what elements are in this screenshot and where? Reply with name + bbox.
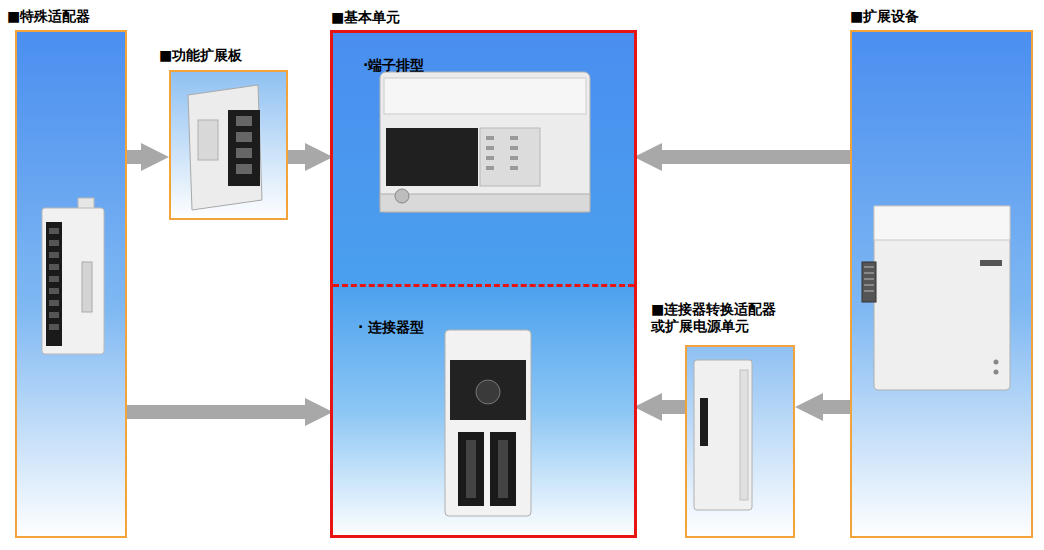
function-board-figure [188, 85, 262, 210]
flow-arrow [795, 393, 850, 421]
heading-text: ■连接器转换适配器 或扩展电源单元 [651, 301, 791, 335]
arrow-shape [127, 143, 169, 171]
heading-text: · 连接器型 [358, 319, 424, 336]
flow-arrow [127, 398, 333, 426]
connector-adapter-figure [694, 360, 752, 510]
flow-arrow [288, 143, 333, 171]
terminal-plc-figure [380, 72, 590, 212]
region-box: · 连接器型 [333, 287, 634, 535]
panel-box: ■连接器转换适配器 或扩展电源单元 [685, 345, 795, 538]
heading-text: ■特殊适配器 [7, 8, 90, 25]
flow-arrow [634, 143, 850, 171]
panel-box: ■扩展设备 [850, 30, 1033, 538]
extension-device-figure [862, 206, 1010, 390]
heading-text: ■扩展设备 [850, 8, 919, 25]
flow-arrow [127, 143, 169, 171]
arrow-shape [634, 143, 850, 171]
connector-plc-figure [445, 330, 531, 516]
panel-grounds [15, 30, 1033, 538]
arrow-shape [127, 398, 333, 426]
panel-box: ■特殊适配器 [15, 30, 127, 538]
panel-box: ■功能扩展板 [169, 70, 288, 220]
special-adapter-figure [42, 198, 104, 354]
arrow-shape [288, 143, 333, 171]
region-box: ·端子排型 [333, 33, 634, 287]
arrow-shape [795, 393, 850, 421]
base-unit-box: ■基本单元·端子排型· 连接器型 [330, 30, 637, 538]
heading-text: ·端子排型 [363, 57, 424, 74]
heading-text: ■基本单元 [331, 9, 400, 26]
heading-text: ■功能扩展板 [159, 47, 242, 64]
flow-arrow [634, 393, 685, 421]
arrow-shape [634, 393, 685, 421]
